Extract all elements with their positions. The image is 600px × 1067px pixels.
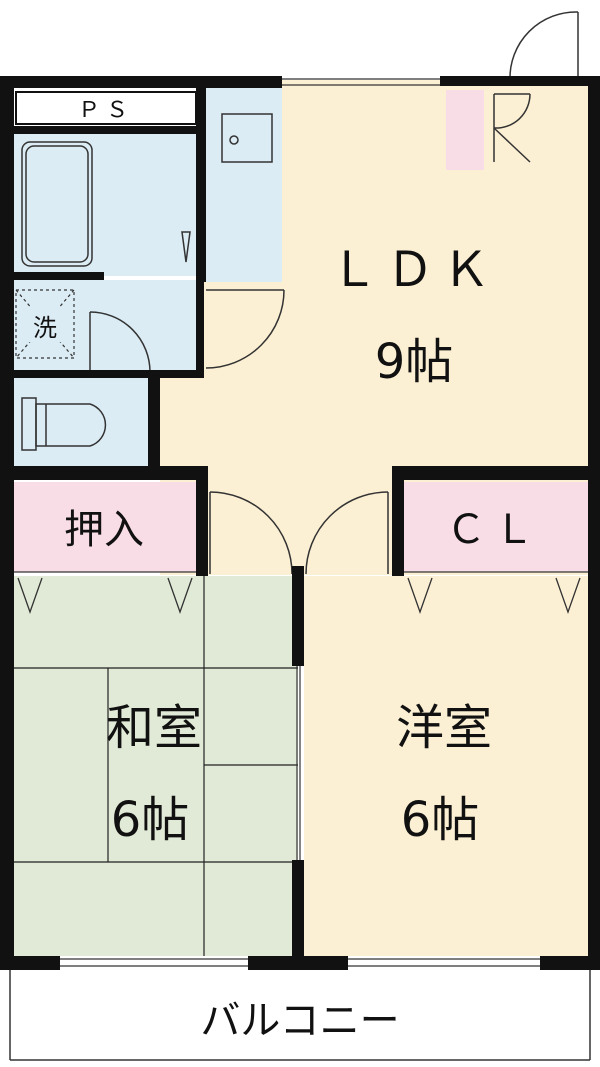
walls	[0, 76, 600, 970]
youshitsu-name: 洋室	[396, 700, 492, 756]
balcony-label: バルコニー	[200, 998, 399, 1044]
shoe-cabinet	[446, 90, 484, 170]
ldk-size: 9帖	[375, 334, 454, 390]
ldk-name: ＬＤＫ	[330, 242, 498, 298]
oshiire-floor	[14, 482, 196, 572]
washitsu-floor	[14, 576, 298, 956]
washer-label: 洗	[33, 314, 57, 342]
entrance-door	[509, 11, 579, 81]
youshitsu-size: 6帖	[401, 792, 480, 848]
washitsu-name: 和室	[106, 700, 202, 756]
cl-floor	[404, 482, 588, 572]
oshiire-label: 押入	[64, 507, 144, 553]
bathtub	[21, 141, 191, 267]
cl-label: ＣＬ	[446, 507, 542, 553]
sink	[221, 113, 273, 163]
bath-floor	[14, 134, 200, 276]
youshitsu-floor	[304, 576, 588, 956]
toilet-floor	[14, 378, 152, 468]
door-swings	[89, 93, 531, 575]
ps-label: ＰＳ	[78, 98, 134, 123]
washitsu-size: 6帖	[111, 792, 190, 848]
windows	[60, 78, 540, 967]
kitchen-counter	[206, 86, 282, 282]
toilet	[21, 397, 107, 451]
washer-pan	[15, 289, 75, 359]
tatami-lines	[14, 576, 298, 956]
balcony-outline	[9, 970, 591, 1061]
ps-box	[15, 91, 197, 125]
closet-door-marks	[14, 571, 588, 614]
